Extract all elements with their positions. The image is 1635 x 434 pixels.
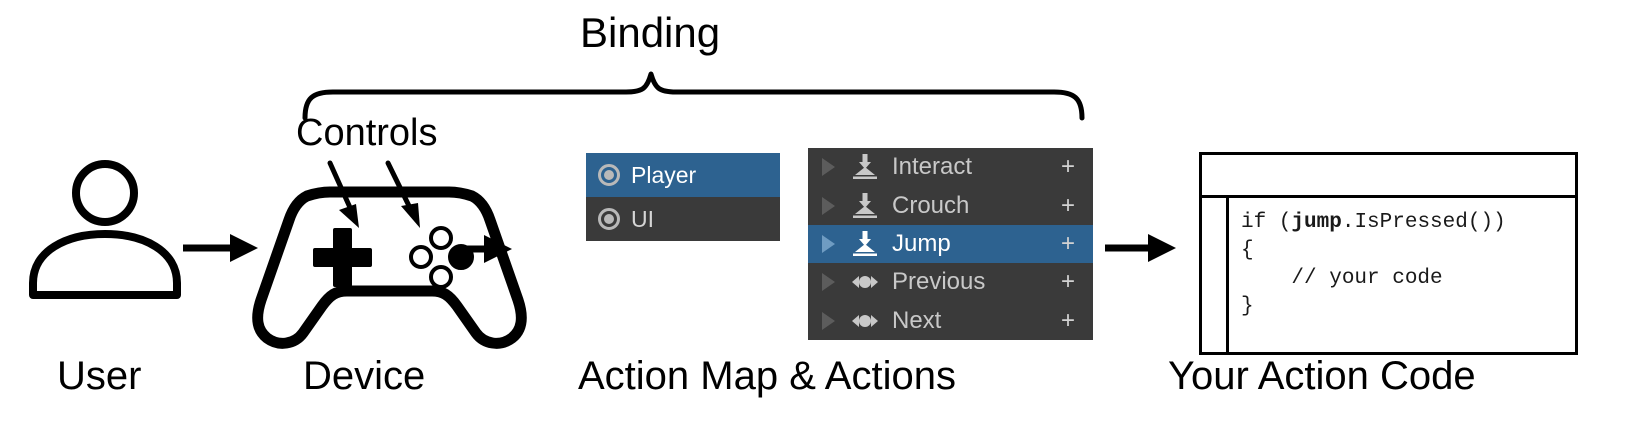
add-binding-button[interactable]: + bbox=[1060, 268, 1075, 296]
code-window-titlebar bbox=[1202, 155, 1575, 198]
code-window: if (jump.IsPressed()){ // your code} bbox=[1199, 152, 1578, 355]
action-map-panel: Player UI bbox=[586, 153, 780, 241]
caption-action-map: Action Map & Actions bbox=[578, 354, 956, 398]
controls-arrow-left-icon bbox=[327, 160, 359, 228]
actions-panel: Interact + Crouch + bbox=[808, 148, 1093, 340]
code-token: if ( bbox=[1241, 211, 1292, 234]
action-row-jump[interactable]: Jump + bbox=[808, 224, 1093, 264]
code-token: .IsPressed()) bbox=[1341, 211, 1506, 234]
controls-arrow-right-icon bbox=[385, 160, 420, 228]
face-buttons-icon bbox=[409, 226, 474, 289]
code-token: { bbox=[1241, 239, 1254, 262]
dpad-icon bbox=[313, 228, 372, 287]
foldout-triangle-icon[interactable] bbox=[816, 187, 840, 225]
action-map-row-ui[interactable]: UI bbox=[586, 197, 780, 241]
action-map-label: Player bbox=[631, 161, 697, 188]
button-action-icon bbox=[850, 192, 880, 219]
code-line: } bbox=[1241, 293, 1575, 321]
user-avatar-icon bbox=[29, 160, 181, 299]
code-line: // your code bbox=[1241, 265, 1575, 293]
add-binding-button[interactable]: + bbox=[1060, 229, 1075, 257]
code-text[interactable]: if (jump.IsPressed()){ // your code} bbox=[1229, 198, 1575, 352]
add-binding-button[interactable]: + bbox=[1060, 306, 1075, 334]
caption-user: User bbox=[57, 354, 142, 398]
arrow-user-to-device bbox=[183, 234, 258, 262]
foldout-triangle-icon[interactable] bbox=[816, 148, 840, 186]
action-map-label: UI bbox=[631, 205, 654, 232]
code-line: { bbox=[1241, 237, 1575, 265]
action-row[interactable]: Crouch + bbox=[808, 186, 1093, 225]
button-action-icon bbox=[850, 230, 880, 257]
foldout-triangle-icon[interactable] bbox=[816, 225, 840, 263]
axis-action-icon bbox=[850, 269, 880, 295]
add-binding-button[interactable]: + bbox=[1060, 153, 1075, 181]
caption-your-action-code: Your Action Code bbox=[1168, 354, 1476, 398]
controls-label: Controls bbox=[296, 112, 438, 154]
code-token: // your code bbox=[1241, 267, 1443, 290]
button-action-icon bbox=[850, 154, 880, 180]
axis-action-icon bbox=[850, 308, 880, 334]
action-row[interactable]: Next + bbox=[808, 301, 1093, 340]
action-row[interactable]: Previous + bbox=[808, 263, 1093, 302]
foldout-triangle-icon[interactable] bbox=[816, 263, 840, 301]
binding-label: Binding bbox=[580, 9, 721, 56]
scheme-ring-icon bbox=[598, 208, 620, 230]
arrow-device-to-actionmap bbox=[461, 235, 512, 263]
action-label: Interact bbox=[892, 153, 973, 181]
foldout-triangle-icon[interactable] bbox=[816, 302, 840, 340]
code-window-body: if (jump.IsPressed()){ // your code} bbox=[1202, 198, 1575, 352]
scheme-ring-icon bbox=[598, 164, 620, 186]
code-token-bold: jump bbox=[1291, 211, 1342, 234]
action-row[interactable]: Interact + bbox=[808, 148, 1093, 187]
arrow-actions-to-code bbox=[1105, 234, 1176, 262]
action-label: Jump bbox=[892, 229, 951, 257]
gamepad-icon bbox=[252, 186, 527, 349]
action-label: Next bbox=[892, 306, 942, 334]
add-binding-button[interactable]: + bbox=[1060, 191, 1075, 219]
action-label: Previous bbox=[892, 268, 986, 296]
code-line: if (jump.IsPressed()) bbox=[1241, 209, 1575, 237]
code-token: } bbox=[1241, 295, 1254, 318]
action-label: Crouch bbox=[892, 191, 970, 219]
action-map-row-player[interactable]: Player bbox=[586, 153, 780, 197]
code-gutter bbox=[1202, 198, 1229, 352]
caption-device: Device bbox=[303, 354, 426, 398]
